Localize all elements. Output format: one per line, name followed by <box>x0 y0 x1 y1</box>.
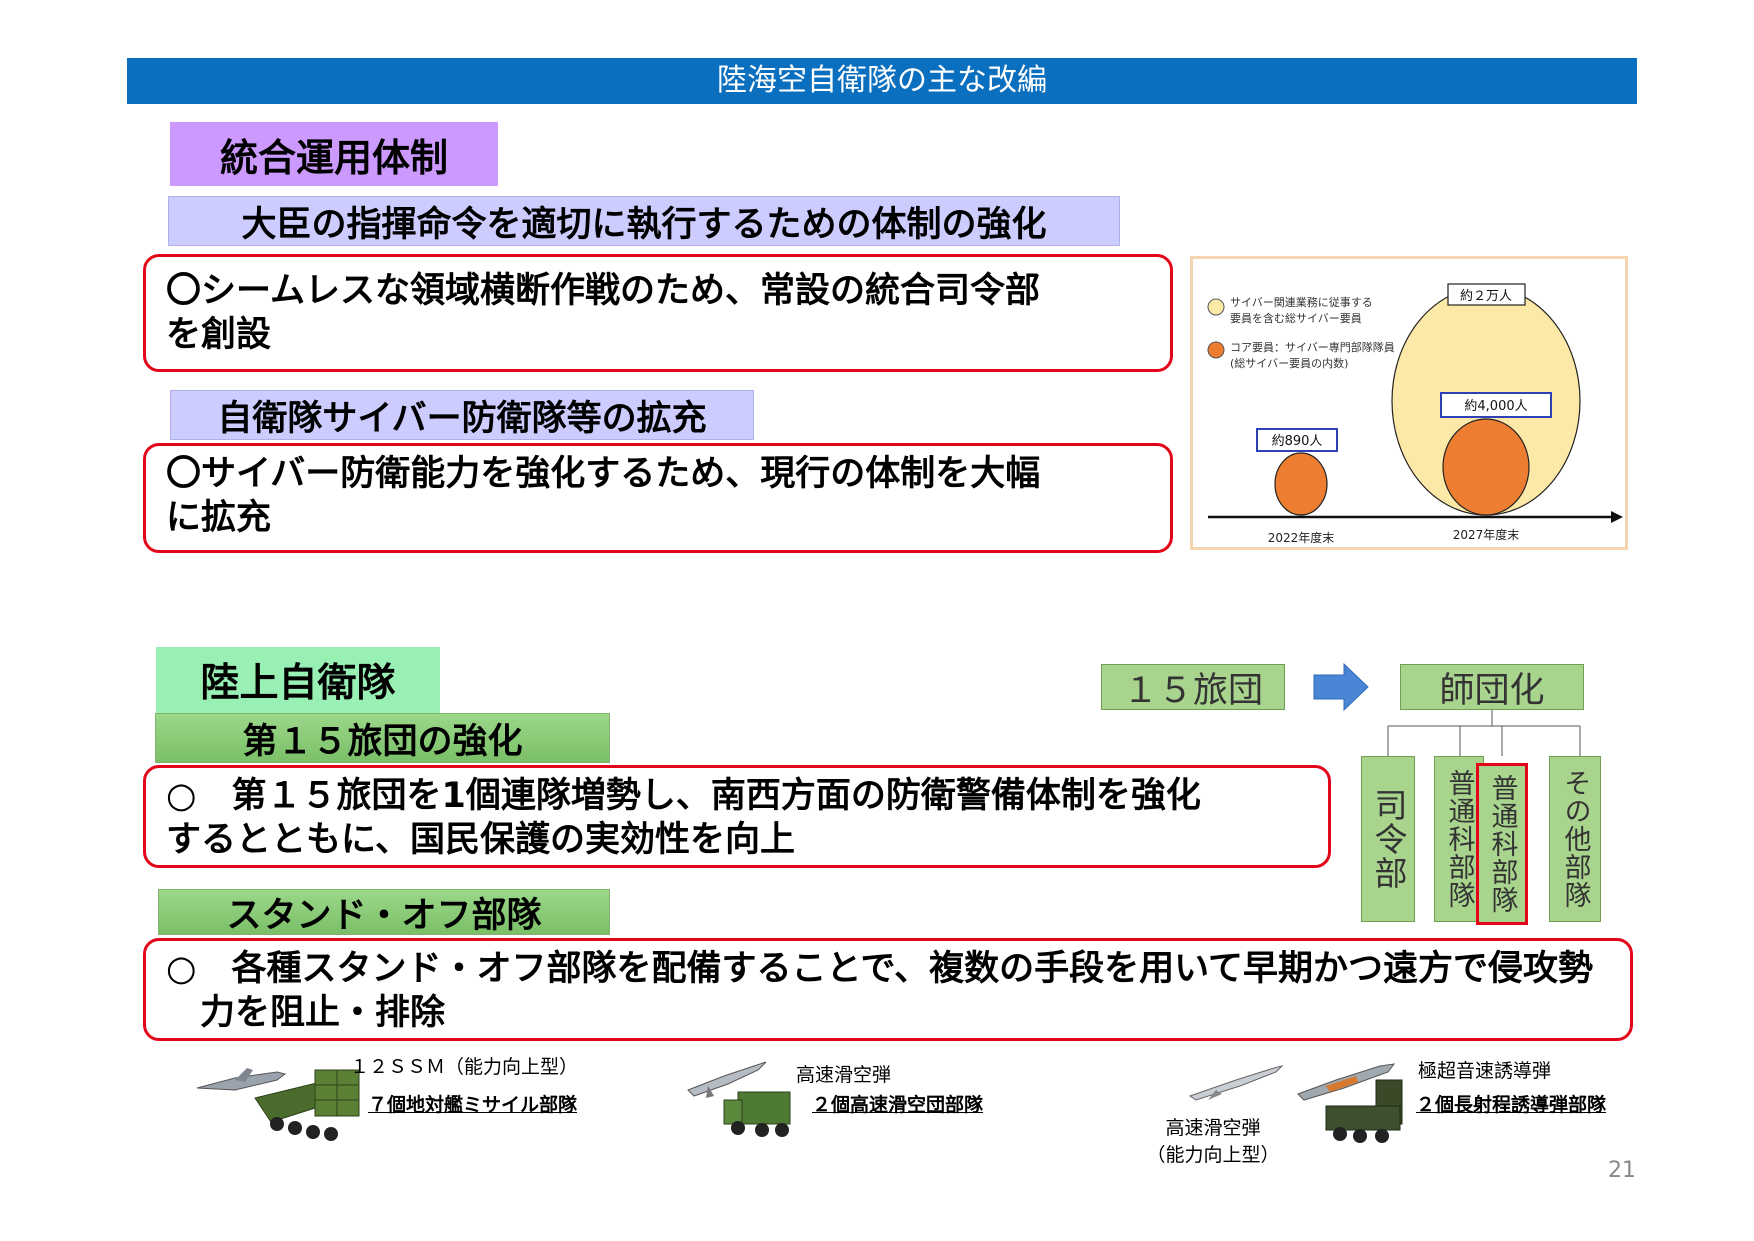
core-2022-label-box <box>1256 428 1338 452</box>
brigade-text-line2: するとともに、国民保護の実効性を向上 <box>166 820 795 860</box>
ssm-units-label: ７個地対艦ミサイル部隊 <box>368 1094 578 1116</box>
hvgp2-caption-line1: 高速滑空弾 <box>1165 1117 1261 1139</box>
core-2022-bubble <box>1274 452 1328 516</box>
standoff-box: ○ 各種スタンド・オフ部隊を配備することで、複数の手段を用いて早期かつ遠方で侵攻… <box>143 938 1633 1041</box>
core-2022-label: 約890人 <box>1272 434 1323 449</box>
legend-core-label-1: コア要員：サイバー専門部隊隊員 <box>1230 340 1395 354</box>
total-2027-label: 約２万人 <box>1460 289 1512 304</box>
standoff-text-line2: 力を阻止・排除 <box>200 993 446 1033</box>
ssm-launcher-image <box>196 1068 360 1141</box>
core-2027-label-box <box>1440 392 1552 418</box>
time-axis-arrowhead <box>1611 511 1623 523</box>
gsdf-heading: 陸上自衛隊 <box>156 647 440 713</box>
hyper-units-label: ２個長射程誘導弾部隊 <box>1416 1094 1607 1116</box>
joint-command-text-line1: 〇シームレスな領域横断作戦のため、常設の統合司令部 <box>166 271 1040 311</box>
org-unit-infantry-new: 普通科部隊 <box>1476 763 1528 925</box>
hypersonic-launcher-image <box>1297 1063 1403 1143</box>
brigade-box: ○ 第１５旅団を1個連隊増勢し、南西方面の防衛警備体制を強化 するとともに、国民… <box>143 765 1331 868</box>
brigade-subheading: 第１５旅団の強化 <box>155 713 610 763</box>
org-unit-hq: 司令部 <box>1361 756 1415 922</box>
legend-total-label-2: 要員を含む総サイバー要員 <box>1230 311 1362 325</box>
hvgp-improved-missile-image <box>1188 1065 1284 1101</box>
standoff-subheading: スタンド・オフ部隊 <box>158 889 610 936</box>
hvgp-launcher-image <box>687 1061 791 1137</box>
standoff-text-line1: ○ 各種スタンド・オフ部隊を配備することで、複数の手段を用いて早期かつ遠方で侵攻… <box>166 949 1594 989</box>
hyper-caption: 極超音速誘導弾 <box>1418 1060 1552 1082</box>
legend-core-label-2: (総サイバー要員の内数) <box>1230 356 1348 370</box>
org-from-box: １５旅団 <box>1101 664 1285 711</box>
org-to-box: 師団化 <box>1400 664 1584 711</box>
hvgp-caption: 高速滑空弾 <box>796 1064 892 1086</box>
legend-total-label-1: サイバー関連業務に従事する <box>1230 295 1373 309</box>
cyber-personnel-chart: サイバー関連業務に従事する 要員を含む総サイバー要員 コア要員：サイバー専門部隊… <box>1190 256 1628 550</box>
total-2027-label-box <box>1447 283 1526 306</box>
x-label-2022: 2022年度末 <box>1268 530 1335 545</box>
ssm-caption: １２ＳＳＭ（能力向上型） <box>350 1056 579 1078</box>
x-label-2027: 2027年度末 <box>1453 527 1520 542</box>
joint-ops-heading: 統合運用体制 <box>170 122 498 186</box>
hvgp-units-label: ２個高速滑空団部隊 <box>812 1094 984 1116</box>
cyber-text-line2: に拡充 <box>166 498 272 538</box>
org-connector-lines <box>1387 710 1581 756</box>
cyber-subheading: 自衛隊サイバー防衛隊等の拡充 <box>170 390 754 440</box>
core-2027-label: 約4,000人 <box>1464 399 1527 414</box>
right-arrow-icon <box>1313 662 1369 712</box>
cyber-text-line1: 〇サイバー防衛能力を強化するため、現行の体制を大幅 <box>166 454 1041 494</box>
brigade-text-line1: ○ 第１５旅団を1個連隊増勢し、南西方面の防衛警備体制を強化 <box>166 776 1201 816</box>
joint-command-box: 〇シームレスな領域横断作戦のため、常設の統合司令部 を創設 <box>143 254 1173 372</box>
page-number: 21 <box>1608 1158 1636 1183</box>
hvgp2-caption-line2: （能力向上型） <box>1146 1144 1280 1166</box>
legend-total-marker <box>1207 298 1225 316</box>
cyber-box: 〇サイバー防衛能力を強化するため、現行の体制を大幅 に拡充 <box>143 443 1173 553</box>
org-unit-infantry: 普通科部隊 <box>1434 756 1484 922</box>
page-title: 陸海空自衛隊の主な改編 <box>127 58 1637 104</box>
org-unit-other: その他部隊 <box>1549 756 1601 922</box>
core-2027-bubble <box>1442 418 1530 516</box>
joint-command-subheading: 大臣の指揮命令を適切に執行するための体制の強化 <box>168 196 1120 246</box>
legend-core-marker <box>1207 341 1225 359</box>
joint-command-text-line2: を創設 <box>166 315 272 355</box>
cyber-chart-svg: サイバー関連業務に従事する 要員を含む総サイバー要員 コア要員：サイバー専門部隊… <box>1207 283 1623 545</box>
